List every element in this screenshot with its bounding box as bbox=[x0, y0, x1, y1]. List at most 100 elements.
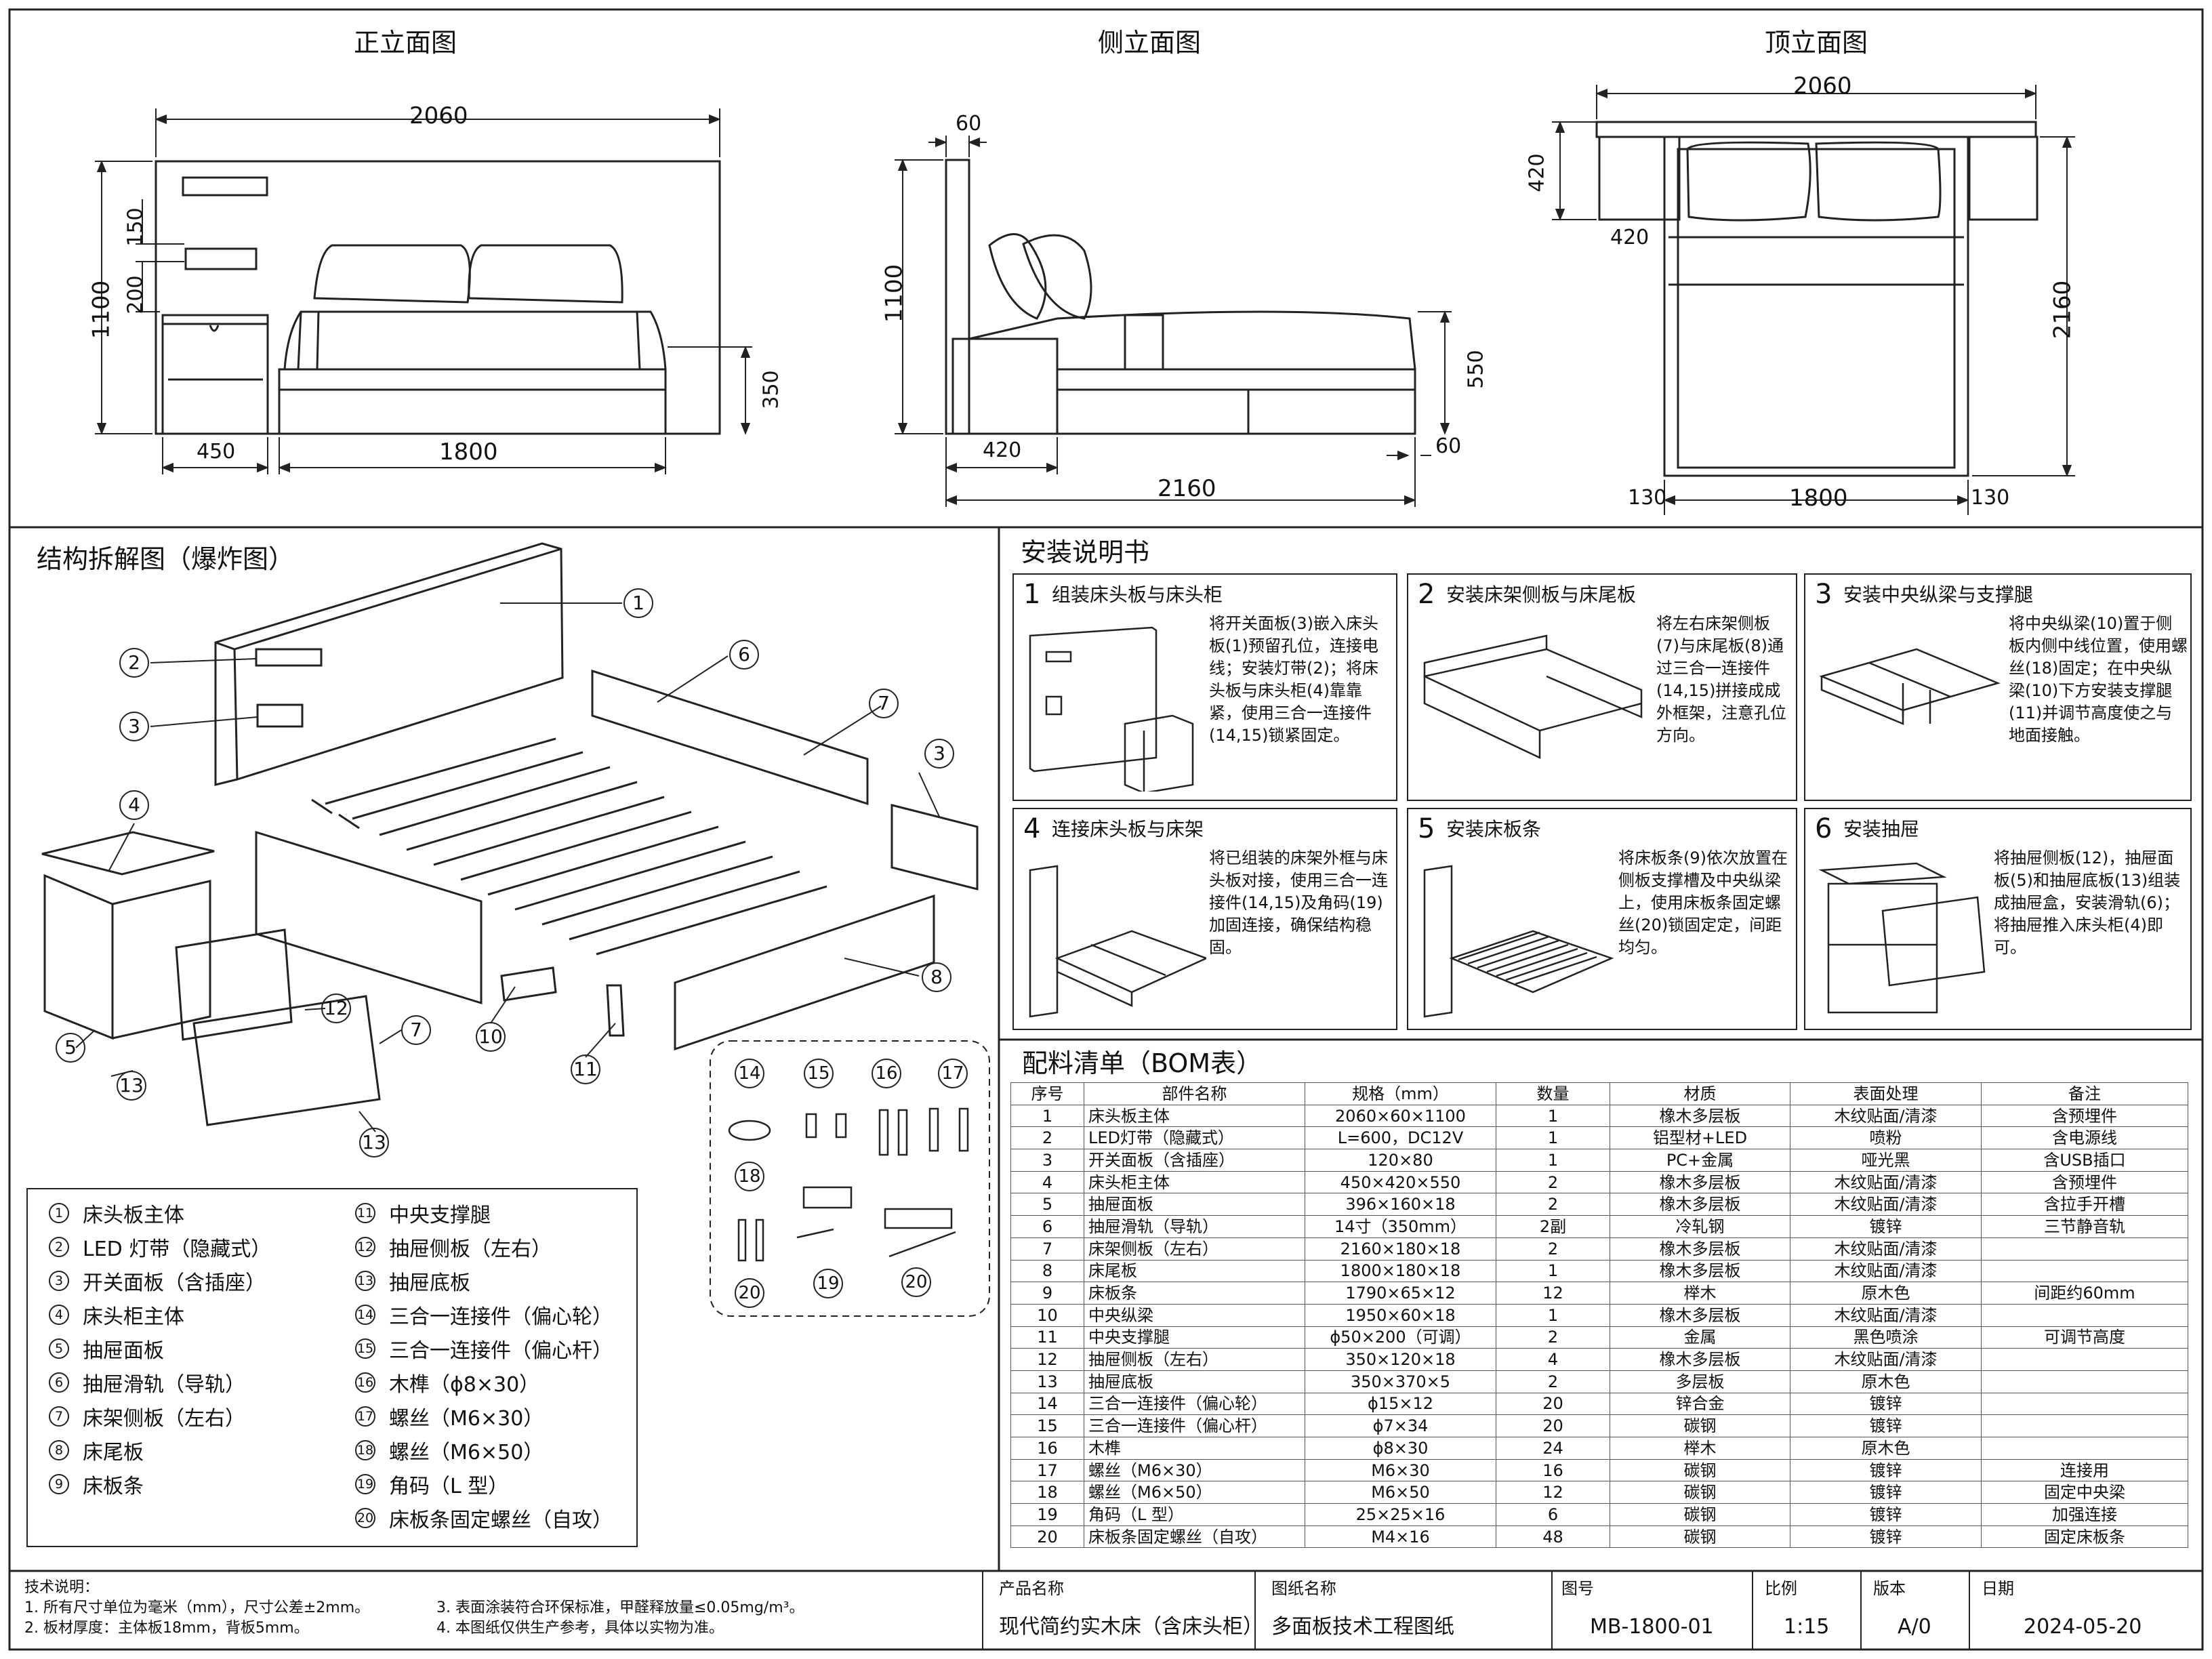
bom-cell: 锌合金 bbox=[1610, 1392, 1790, 1416]
callout-leaders bbox=[75, 602, 940, 1132]
bom-cell: 2160×180×18 bbox=[1305, 1237, 1496, 1261]
title-block-lines bbox=[982, 1571, 1970, 1650]
callout: 14 bbox=[735, 1059, 764, 1088]
bom-cell: 木纹贴面/清漆 bbox=[1790, 1193, 1982, 1216]
product-name: 现代简约实木床（含床头柜） bbox=[999, 1615, 1263, 1639]
bom-cell: 床尾板 bbox=[1084, 1259, 1305, 1283]
dim-label: 60 bbox=[1435, 434, 1462, 458]
number-label: 图号 bbox=[1561, 1579, 1594, 1598]
callout: 3 bbox=[924, 739, 954, 769]
bom-cell: 6 bbox=[1496, 1503, 1610, 1526]
bom-cell: 橡木多层板 bbox=[1610, 1303, 1790, 1327]
legend-label: 床板条固定螺丝（自攻） bbox=[389, 1509, 613, 1532]
bom-cell: 榉木 bbox=[1610, 1282, 1790, 1305]
callout: 13 bbox=[359, 1128, 389, 1158]
bom-cell bbox=[1981, 1237, 2188, 1261]
bom-cell: 抽屉侧板（左右） bbox=[1084, 1348, 1305, 1371]
bom-cell: 14寸（350mm） bbox=[1305, 1215, 1496, 1238]
bom-cell: 橡木多层板 bbox=[1610, 1259, 1790, 1283]
bom-cell: 镀锌 bbox=[1790, 1414, 1982, 1437]
legend-label: 中央支撑腿 bbox=[389, 1204, 491, 1227]
bom-cell: 碳钢 bbox=[1610, 1525, 1790, 1549]
step-illustration bbox=[1423, 865, 1614, 1018]
bom-cell: L=600，DC12V bbox=[1305, 1126, 1496, 1150]
legend-number: 17 bbox=[355, 1406, 375, 1427]
dim-label: 420 bbox=[1610, 226, 1650, 249]
dim-label: 1800 bbox=[439, 438, 498, 466]
callout: 12 bbox=[321, 994, 351, 1023]
bom-cell: 350×370×5 bbox=[1305, 1370, 1496, 1393]
step-number: 3 bbox=[1815, 579, 1832, 610]
bom-cell: 镀锌 bbox=[1790, 1392, 1982, 1416]
bom-cell: 4 bbox=[1010, 1170, 1084, 1194]
bom-cell: 木纹贴面/清漆 bbox=[1790, 1303, 1982, 1327]
bom-cell: 原木色 bbox=[1790, 1437, 1982, 1460]
bom-cell: 固定中央梁 bbox=[1981, 1481, 2188, 1504]
bom-cell: 24 bbox=[1496, 1437, 1610, 1460]
bom-cell: 16 bbox=[1496, 1458, 1610, 1482]
bom-cell: 角码（L 型） bbox=[1084, 1503, 1305, 1526]
bom-cell: 18 bbox=[1010, 1481, 1084, 1504]
dim-label: 2060 bbox=[1793, 73, 1852, 100]
legend-label: 床架侧板（左右） bbox=[83, 1407, 245, 1431]
bom-cell: 镀锌 bbox=[1790, 1215, 1982, 1238]
bom-cell: 1 bbox=[1496, 1259, 1610, 1283]
bom-cell: 19 bbox=[1010, 1503, 1084, 1526]
bom-cell: 2 bbox=[1496, 1370, 1610, 1393]
bom-cell: 固定床板条 bbox=[1981, 1525, 2188, 1549]
bom-cell: 20 bbox=[1496, 1414, 1610, 1437]
bom-cell: 镀锌 bbox=[1790, 1525, 1982, 1549]
callout: 7 bbox=[869, 689, 899, 718]
bom-cell bbox=[1981, 1303, 2188, 1327]
callout: 10 bbox=[476, 1022, 506, 1052]
bom-cell: 镀锌 bbox=[1790, 1503, 1982, 1526]
bom-header: 备注 bbox=[1981, 1082, 2188, 1105]
step-description: 将已组装的床架外框与床头板对接，使用三合一连接件(14,15)及角码(19)加固… bbox=[1209, 848, 1388, 957]
bom-cell: 含拉手开槽 bbox=[1981, 1193, 2188, 1216]
bom-cell: 榉木 bbox=[1610, 1437, 1790, 1460]
dim-label: 130 bbox=[1628, 486, 1667, 510]
install-step-4: 4 连接床头板与床架 将已组装的床架外框与床头板对接，使用三合一连接件(14,1… bbox=[1012, 808, 1397, 1030]
front-view-title: 正立面图 bbox=[354, 28, 457, 58]
bom-cell: 碳钢 bbox=[1610, 1458, 1790, 1482]
bom-cell: 螺丝（M6×50） bbox=[1084, 1481, 1305, 1504]
bom-cell: 木纹贴面/清漆 bbox=[1790, 1237, 1982, 1261]
bom-cell: 120×80 bbox=[1305, 1149, 1496, 1172]
dim-label: 450 bbox=[197, 440, 236, 464]
legend-label: 三合一连接件（偏心杆） bbox=[389, 1339, 613, 1363]
step-title: 连接床头板与床架 bbox=[1052, 818, 1204, 840]
legend-number: 16 bbox=[355, 1372, 375, 1393]
dim-label: 2160 bbox=[2049, 280, 2076, 340]
step-title: 组装床头板与床头柜 bbox=[1052, 583, 1223, 606]
bom-cell: 冷轧钢 bbox=[1610, 1215, 1790, 1238]
bom-cell: 间距约60mm bbox=[1981, 1282, 2188, 1305]
top-view-title: 顶立面图 bbox=[1765, 28, 1868, 58]
bom-cell: 床头板主体 bbox=[1084, 1104, 1305, 1128]
dim-label: 1800 bbox=[1789, 485, 1848, 512]
bom-cell: 加强连接 bbox=[1981, 1503, 2188, 1526]
dim-label: 130 bbox=[1971, 486, 2010, 510]
bom-cell: 三合一连接件（偏心杆） bbox=[1084, 1414, 1305, 1437]
bom-cell: 12 bbox=[1496, 1481, 1610, 1504]
bom-cell: 三节静音轨 bbox=[1981, 1215, 2188, 1238]
legend-label: 木榫（ϕ8×30） bbox=[389, 1373, 540, 1397]
bom-cell: ϕ50×200（可调） bbox=[1305, 1326, 1496, 1349]
callout: 20 bbox=[735, 1278, 764, 1308]
bom-cell bbox=[1981, 1392, 2188, 1416]
bom-cell: 原木色 bbox=[1790, 1282, 1982, 1305]
bom-cell: 螺丝（M6×30） bbox=[1084, 1458, 1305, 1482]
bom-cell: 床板条固定螺丝（自攻） bbox=[1084, 1525, 1305, 1549]
bom-cell: 碳钢 bbox=[1610, 1481, 1790, 1504]
hardware-box bbox=[710, 1040, 990, 1317]
bom-cell: 7 bbox=[1010, 1237, 1084, 1261]
bom-cell: 1 bbox=[1010, 1104, 1084, 1128]
